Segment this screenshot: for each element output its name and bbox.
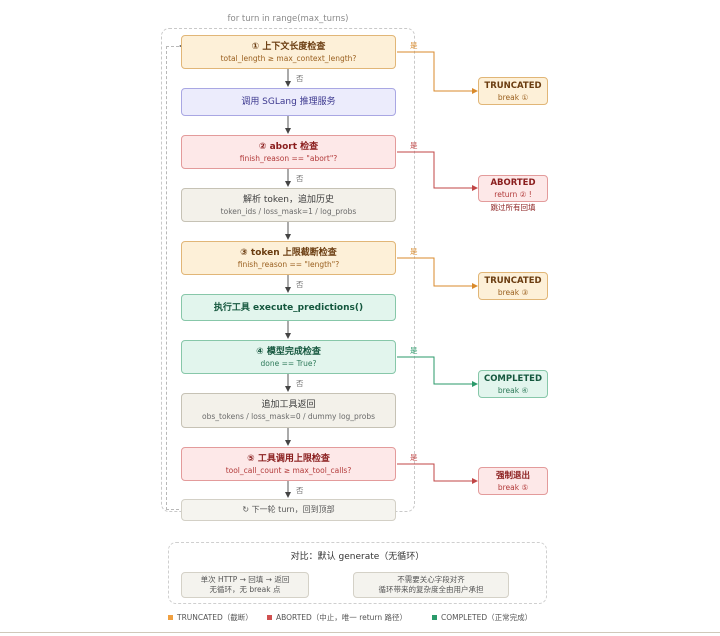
step-append-tool-result: 追加工具返回 obs_tokens / loss_mask=0 / dummy … bbox=[181, 393, 396, 428]
step-title: ⑤ 工具调用上限检查 bbox=[247, 453, 330, 464]
legend-label: TRUNCATED（截断） bbox=[177, 613, 253, 622]
yes-edge-5 bbox=[397, 463, 478, 484]
step-abort-check: ② abort 检查 finish_reason == "abort"? bbox=[181, 135, 396, 169]
step-sub: obs_tokens / loss_mask=0 / dummy log_pro… bbox=[202, 412, 375, 421]
result-forced-exit: 强制退出 break ⑤ bbox=[478, 467, 548, 495]
step-title: 追加工具返回 bbox=[261, 400, 316, 410]
result-truncated-3: TRUNCATED break ③ bbox=[478, 272, 548, 300]
legend-label: COMPLETED（正常完成） bbox=[441, 613, 533, 622]
step-sub: done == True? bbox=[260, 358, 317, 368]
step-title: ③ token 上限截断检查 bbox=[240, 247, 337, 258]
comparison-left-box: 单次 HTTP → 回填 → 返回 无循环，无 break 点 bbox=[181, 572, 309, 598]
comparison-right-line2: 循环带来的复杂度全由用户承担 bbox=[378, 585, 484, 594]
legend-swatch bbox=[168, 615, 173, 620]
legend-completed: COMPLETED（正常完成） bbox=[432, 612, 532, 623]
yes-edge-1 bbox=[397, 51, 478, 94]
comparison-right-box: 不需要关心字段对齐 循环带来的复杂度全由用户承担 bbox=[353, 572, 509, 598]
step-title: ② abort 检查 bbox=[258, 141, 319, 152]
edge-label-yes: 是 bbox=[410, 346, 418, 355]
result-completed: COMPLETED break ④ bbox=[478, 370, 548, 398]
step-sub: token_ids / loss_mask=1 / log_probs bbox=[220, 206, 357, 216]
yes-edge-3 bbox=[397, 257, 478, 289]
legend-aborted: ABORTED（中止，唯一 return 路径） bbox=[267, 612, 407, 623]
edge-label-yes: 是 bbox=[410, 453, 418, 462]
result-sub: break ① bbox=[497, 92, 529, 102]
result-sub: break ④ bbox=[497, 385, 529, 395]
step-model-done-check: ④ 模型完成检查 done == True? bbox=[181, 340, 396, 374]
result-title: COMPLETED bbox=[483, 373, 543, 384]
bottom-divider bbox=[0, 632, 720, 633]
edge-label-no: 否 bbox=[296, 379, 304, 388]
comparison-right-line1: 不需要关心字段对齐 bbox=[397, 575, 465, 584]
edge-label-no: 否 bbox=[296, 486, 304, 495]
result-sub: return ② ! bbox=[494, 190, 532, 199]
loop-label: for turn in range(max_turns) bbox=[227, 14, 349, 24]
result-aborted-note: 跳过所有回填 bbox=[490, 203, 536, 212]
result-aborted: ABORTED return ② ! bbox=[478, 175, 548, 202]
yes-edge-2 bbox=[397, 151, 478, 191]
result-title: TRUNCATED bbox=[484, 80, 542, 91]
loop-back-path bbox=[166, 46, 184, 510]
step-title: ① 上下文长度检查 bbox=[251, 41, 326, 52]
step-tool-call-limit-check: ⑤ 工具调用上限检查 tool_call_count ≥ max_tool_ca… bbox=[181, 447, 396, 481]
legend-truncated: TRUNCATED（截断） bbox=[168, 612, 253, 623]
step-sglang-inference: 调用 SGLang 推理服务 bbox=[181, 88, 396, 116]
step-parse-token: 解析 token，追加历史 token_ids / loss_mask=1 / … bbox=[181, 188, 396, 222]
legend-label: ABORTED（中止，唯一 return 路径） bbox=[276, 613, 408, 622]
result-truncated-1: TRUNCATED break ① bbox=[478, 77, 548, 105]
result-title: TRUNCATED bbox=[484, 275, 542, 286]
step-title: ↻ 下一轮 turn，回到顶部 bbox=[242, 505, 335, 514]
step-title: 执行工具 execute_predictions() bbox=[213, 302, 364, 313]
edge-label-no: 否 bbox=[296, 174, 304, 183]
step-sub: tool_call_count ≥ max_tool_calls? bbox=[225, 465, 352, 475]
step-execute-tools: 执行工具 execute_predictions() bbox=[181, 294, 396, 321]
edge-label-yes: 是 bbox=[410, 141, 418, 150]
step-sub: total_length ≥ max_context_length? bbox=[220, 53, 357, 63]
edge-label-yes: 是 bbox=[410, 41, 418, 50]
comparison-panel bbox=[168, 542, 547, 604]
yes-edge-4 bbox=[397, 356, 478, 387]
result-title: ABORTED bbox=[490, 178, 536, 188]
step-sub: finish_reason == "length"? bbox=[237, 259, 340, 269]
step-title: ④ 模型完成检查 bbox=[256, 346, 321, 357]
comparison-left-line2: 无循环，无 break 点 bbox=[209, 585, 281, 594]
result-sub: break ⑤ bbox=[497, 482, 529, 492]
comparison-left-line1: 单次 HTTP → 回填 → 返回 bbox=[200, 575, 290, 584]
result-sub: break ③ bbox=[497, 287, 529, 297]
step-title: 调用 SGLang 推理服务 bbox=[241, 97, 336, 107]
comparison-title: 对比：默认 generate（无循环） bbox=[290, 552, 425, 562]
step-title: 解析 token，追加历史 bbox=[242, 194, 335, 205]
step-sub: finish_reason == "abort"? bbox=[239, 153, 338, 163]
legend-swatch bbox=[432, 615, 437, 620]
step-context-length-check: ① 上下文长度检查 total_length ≥ max_context_len… bbox=[181, 35, 396, 69]
step-token-limit-check: ③ token 上限截断检查 finish_reason == "length"… bbox=[181, 241, 396, 275]
legend-swatch bbox=[267, 615, 272, 620]
edge-label-yes: 是 bbox=[410, 247, 418, 256]
step-next-turn: ↻ 下一轮 turn，回到顶部 bbox=[181, 499, 396, 521]
result-title: 强制退出 bbox=[495, 470, 530, 481]
edge-label-no: 否 bbox=[296, 280, 304, 289]
edge-label-no: 否 bbox=[296, 74, 304, 83]
